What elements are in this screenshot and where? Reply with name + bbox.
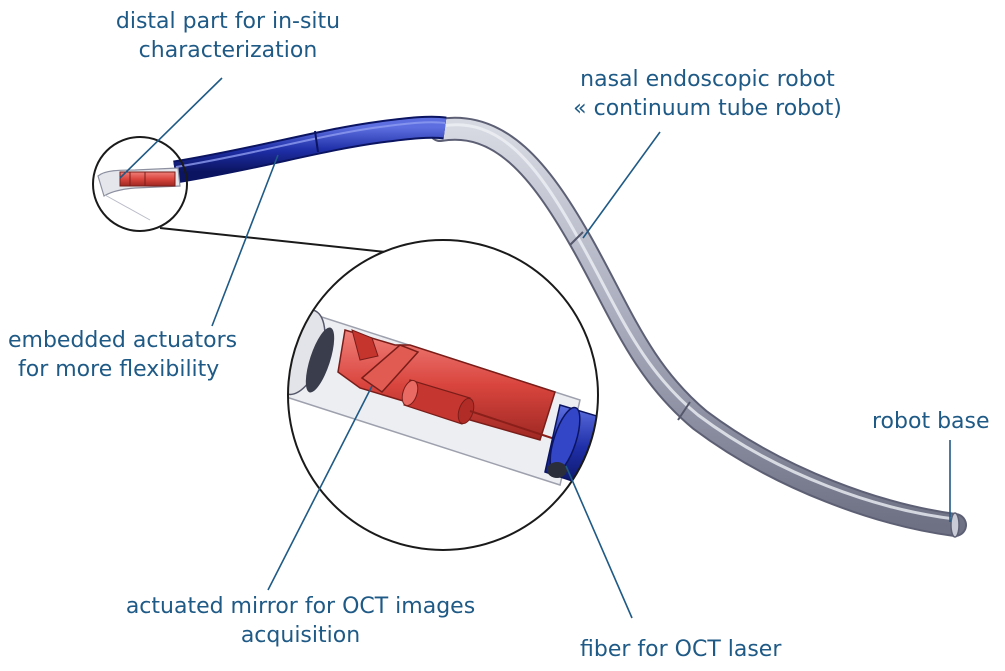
label-actuators-line1: embedded actuators <box>8 328 238 353</box>
mirror-leader <box>267 385 373 591</box>
distal-leader <box>119 77 223 179</box>
nasal-leader <box>582 131 661 239</box>
label-fiber-oct: fiber for OCT laser <box>580 637 782 662</box>
label-embedded-actuators: embedded actuators for more flexibility <box>8 326 258 384</box>
continuum-tube <box>173 115 967 538</box>
label-mirror-line1: actuated mirror for OCT images <box>125 594 476 619</box>
label-distal-line1: distal part for in-situ <box>115 9 341 34</box>
label-nasal-line1: nasal endoscopic robot <box>580 67 835 92</box>
tip-magnifier-circle <box>92 136 188 232</box>
label-actuators-line2: for more flexibility <box>18 357 220 382</box>
label-distal-line2: characterization <box>138 38 318 63</box>
tip-detail-small <box>92 136 188 232</box>
label-nasal-line2: « continuum tube robot) <box>573 96 842 121</box>
fiber-leader <box>565 465 633 619</box>
zoom-magnifier-circle <box>287 239 599 551</box>
label-nasal-robot: nasal endoscopic robot « continuum tube … <box>555 65 860 123</box>
label-distal-part: distal part for in-situ characterization <box>108 7 348 65</box>
zoom-connector-line <box>159 227 387 253</box>
zoom-detail <box>287 239 599 551</box>
actuators-leader <box>211 154 279 327</box>
label-mirror-line2: acquisition <box>240 623 361 648</box>
label-robot-base: robot base <box>872 409 990 434</box>
leader-lines <box>119 77 951 619</box>
label-actuated-mirror: actuated mirror for OCT images acquisiti… <box>108 592 493 650</box>
